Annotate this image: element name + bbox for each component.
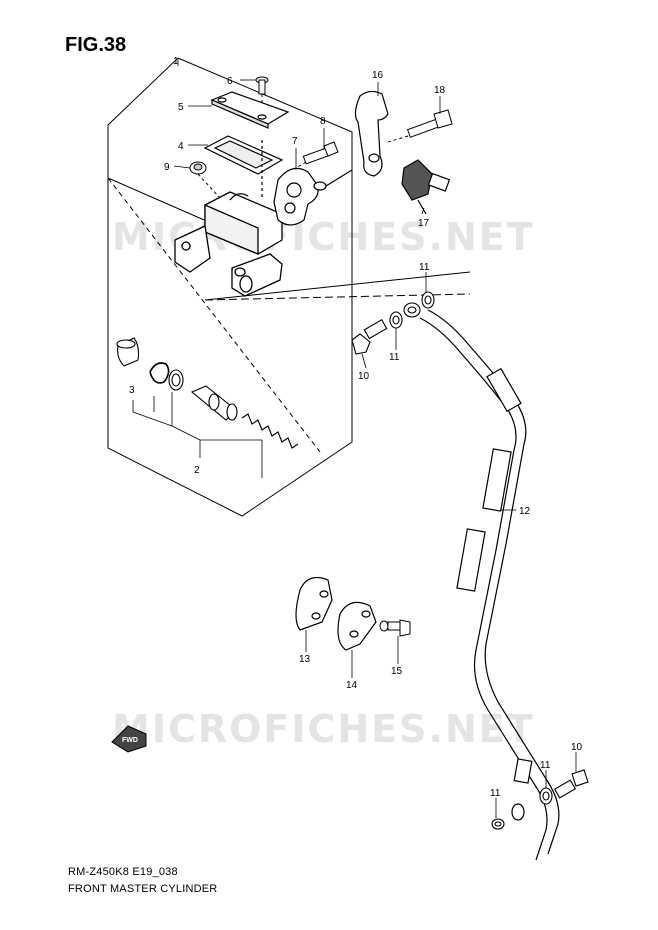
hose-fittings-upper: [351, 291, 435, 355]
clutch-lever-part-16: [354, 90, 389, 177]
callout-13: 13: [299, 654, 311, 665]
callout-11-mid: 11: [389, 352, 400, 363]
callout-2: 2: [194, 465, 200, 476]
callout-1: 1: [173, 56, 179, 67]
clamp-part-13: [295, 577, 333, 631]
hose-fittings-lower: [491, 769, 589, 830]
sight-glass-part-9: [189, 161, 221, 199]
callout-5: 5: [178, 102, 184, 113]
callout-3: 3: [129, 385, 135, 396]
watermark-bottom: MICROFICHES.NET: [112, 707, 535, 751]
piston-kit-part-2: [116, 337, 299, 449]
forward-label: FWD: [122, 737, 138, 744]
callout-11-right: 11: [540, 760, 551, 771]
figure-title: FIG.38: [65, 34, 127, 56]
callout-11-top: 11: [419, 262, 430, 273]
master-cylinder-body: [174, 191, 283, 297]
callout-6: 6: [227, 76, 233, 87]
callout-9: 9: [164, 162, 170, 173]
callout-4: 4: [178, 141, 184, 152]
callout-17: 17: [418, 218, 430, 229]
callout-14: 14: [346, 680, 358, 691]
diaphragm-part-4: [203, 135, 284, 200]
callout-leaders: [173, 58, 577, 818]
bolt-part-15: [379, 619, 411, 637]
callout-8: 8: [320, 116, 326, 127]
pivot-bolt-part-18: [387, 109, 453, 143]
callout-7: 7: [292, 136, 298, 147]
reservoir-cap-part-5: [210, 91, 290, 129]
forward-direction-marker: FWD: [111, 725, 147, 753]
section-name: FRONT MASTER CYLINDER: [68, 883, 218, 895]
clutch-switch-part-17: [401, 159, 451, 215]
clamp-part-14: [337, 601, 377, 651]
callout-15: 15: [391, 666, 403, 677]
clutch-hose-part-12: [419, 309, 560, 861]
callout-11-bottom: 11: [490, 788, 501, 799]
callout-10-upper: 10: [358, 371, 370, 382]
callout-16: 16: [372, 70, 384, 81]
lever-holder-part-7: [273, 167, 353, 226]
callout-18: 18: [434, 85, 446, 96]
callout-10-lower: 10: [571, 742, 583, 753]
callout-12: 12: [519, 506, 531, 517]
model-code: RM-Z450K8 E19_038: [68, 866, 178, 878]
bolt-part-8: [295, 141, 339, 169]
leader-lines-part-3: [132, 392, 263, 478]
